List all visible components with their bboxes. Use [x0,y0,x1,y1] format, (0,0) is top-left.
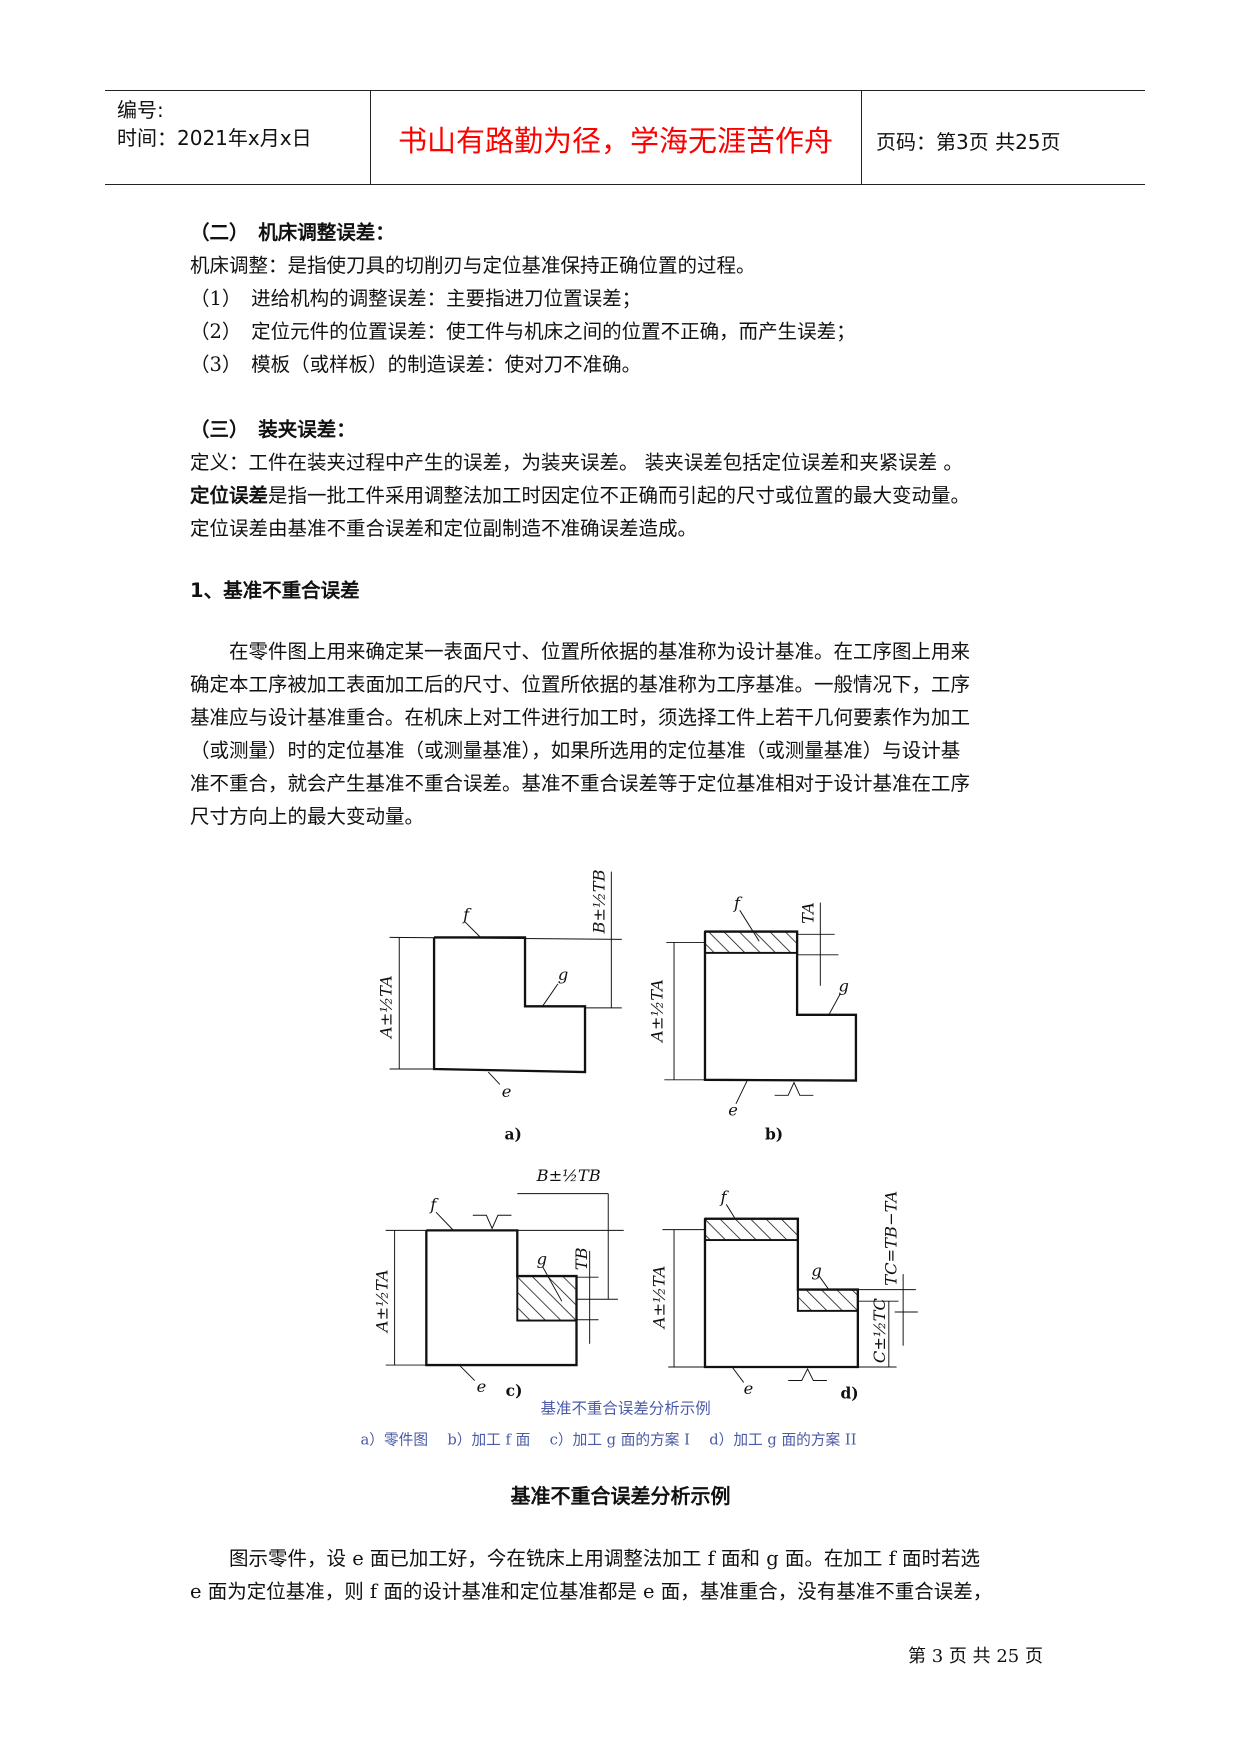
doc-number-label: 编号: [117,98,164,122]
header-divider [861,90,862,184]
list-item: （3） 模板（或样板）的制造误差：使对刀不准确。 [190,353,642,376]
page-footer: 第 3 页 共 25 页 [908,1646,1043,1667]
dim-TC: TC=TB−TA [882,1191,901,1286]
label-g: g [558,965,568,984]
header-page-label: 页码：第3页 共25页 [876,130,1061,154]
bold-term: 定位误差 [190,484,269,507]
figure-caption: 基准不重合误差分析示例 [510,1484,731,1508]
label-g: g [537,1249,547,1268]
figure-legend: a）零件图 b）加工 f 面 c）加工 g 面的方案 I d）加工 g 面的方案… [361,1430,857,1448]
dim-B: B±½TB [536,1166,601,1185]
paragraph-line: 确定本工序被加工表面加工后的尺寸、位置所依据的基准称为工序基准。一般情况下，工序 [190,673,971,696]
header-divider [370,90,371,184]
dim-A: A±½TA [649,1265,668,1330]
doc-time-label: 时间：2021年x月x日 [117,126,312,150]
list-item: （1） 进给机构的调整误差：主要指进刀位置误差； [190,287,642,310]
dim-A: A±½TA [647,979,666,1044]
label-e: e [502,1082,512,1101]
list-item: （2） 定位元件的位置误差：使工件与机床之间的位置不正确，而产生误差； [190,320,856,343]
header-top-rule [105,90,1145,91]
dim-TA: TA [798,902,817,924]
datum-error-figure: f g e f g e f g e f g e B±½TB A±½TA A±½T… [361,869,918,1448]
label-e: e [477,1377,487,1396]
section-heading: （二） 机床调整误差： [190,221,395,244]
dim-B: B±½TB [589,869,608,934]
label-g: g [811,1261,821,1280]
header-motto: 书山有路勤为径，学海无涯苦作舟 [397,124,833,158]
section-heading: （三） 装夹误差： [190,418,356,441]
dim-C: C±½TC [870,1297,889,1363]
header-bottom-rule [105,184,1145,185]
paragraph-line: 尺寸方向上的最大变动量。 [190,805,425,828]
paragraph-line: 准不重合，就会产生基准不重合误差。基准不重合误差等于定位基准相对于设计基准在工序 [190,772,971,795]
paragraph-line: 在零件图上用来确定某一表面尺寸、位置所依据的基准称为设计基准。在工序图上用来 [190,640,971,663]
figure-title: 基准不重合误差分析示例 [541,1399,711,1417]
label-f: f [719,1188,729,1207]
paragraph-line: 定位误差由基准不重合误差和定位副制造不准确误差造成。 [190,517,698,540]
paragraph-line: e 面为定位基准，则 f 面的设计基准和定位基准都是 e 面，基准重合，没有基准… [190,1580,993,1603]
label-e: e [728,1100,738,1119]
dim-A: A±½TA [373,1269,392,1334]
dim-TB: TB [572,1247,591,1270]
paragraph-line: 定位误差是指一批工件采用调整法加工时因定位不正确而引起的尺寸或位置的最大变动量。 [190,479,970,508]
label-f: f [429,1195,439,1214]
label-f: f [733,893,743,912]
paragraph-text: 是指一批工件采用调整法加工时因定位不正确而引起的尺寸或位置的最大变动量。 [268,484,971,507]
panel-label-a: a) [505,1124,522,1143]
panel-label-c: c) [506,1381,523,1400]
paragraph-line: 图示零件，设 e 面已加工好，今在铣床上用调整法加工 f 面和 g 面。在加工 … [190,1547,981,1570]
label-g: g [839,977,849,996]
panel-label-d: d) [840,1384,858,1403]
paragraph-line: （或测量）时的定位基准（或测量基准），如果所选用的定位基准（或测量基准）与设计基 [190,739,961,762]
dim-A: A±½TA [377,975,396,1040]
label-f: f [462,905,472,924]
subsection-heading: 1、基准不重合误差 [190,579,360,602]
paragraph-line: 基准应与设计基准重合。在机床上对工件进行加工时，须选择工件上若干几何要素作为加工 [190,706,971,729]
label-e: e [744,1379,754,1398]
panel-label-b: b) [765,1124,783,1143]
paragraph-line: 定义：工件在装夹过程中产生的误差，为装夹误差。 装夹误差包括定位误差和夹紧误差 … [190,451,963,474]
paragraph-line: 机床调整：是指使刀具的切削刃与定位基准保持正确位置的过程。 [190,254,756,277]
